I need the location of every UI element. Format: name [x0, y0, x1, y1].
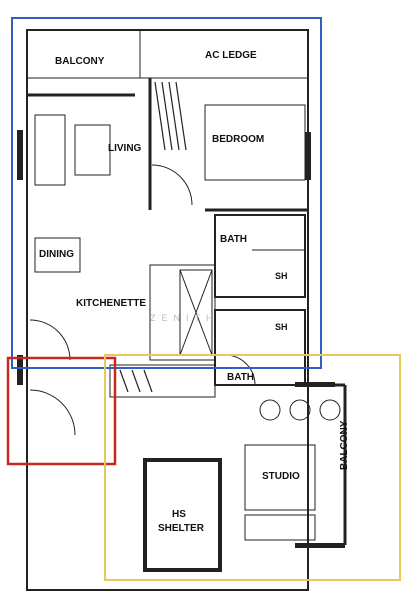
zone-red-outline [6, 356, 117, 466]
hs-shelter-wall [143, 458, 222, 572]
label-bedroom: BEDROOM [212, 134, 265, 145]
label-hs-shelter-1: HS [172, 509, 186, 520]
outer-wall [26, 29, 309, 591]
label-kitchenette: KITCHENETTE [76, 298, 146, 309]
label-living: LIVING [108, 143, 142, 154]
label-sh-1: SH [275, 271, 288, 281]
label-balcony-right: BALCONY [339, 420, 350, 470]
label-ac-ledge: AC LEDGE [205, 50, 257, 61]
zone-blue-outline [11, 17, 322, 369]
label-bath-1: BATH [220, 234, 248, 245]
label-bath-2: BATH [227, 372, 255, 383]
watermark: ZENITH [150, 313, 219, 323]
label-dining: DINING [39, 249, 74, 260]
zone-yellow-outline [104, 354, 401, 581]
label-hs-shelter-2: SHELTER [158, 523, 204, 534]
label-studio: STUDIO [262, 471, 300, 482]
label-sh-2: SH [275, 322, 288, 332]
label-balcony-top: BALCONY [55, 56, 105, 67]
